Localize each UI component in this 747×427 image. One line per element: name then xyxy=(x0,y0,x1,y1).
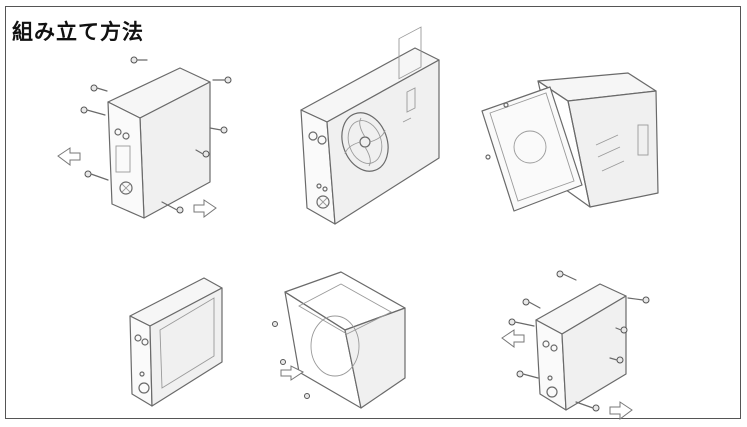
page-title: 組み立て方法 xyxy=(12,20,144,44)
arrow-left-icon xyxy=(501,329,525,348)
step-2-diagram xyxy=(300,26,440,225)
arrow-right-icon xyxy=(609,401,633,420)
hard-drive xyxy=(481,86,583,212)
arrow-right-icon xyxy=(193,199,217,218)
step-3-diagram xyxy=(481,72,659,212)
screws xyxy=(80,56,232,214)
enclosure-case xyxy=(107,67,211,219)
arrow-right-icon xyxy=(280,365,304,381)
fan-icon xyxy=(341,112,389,172)
step-4-diagram xyxy=(129,277,223,407)
arrow-left-icon xyxy=(57,147,81,166)
step-6-diagram xyxy=(501,270,650,420)
step-1-diagram xyxy=(57,56,232,219)
step-5-diagram xyxy=(272,271,406,409)
